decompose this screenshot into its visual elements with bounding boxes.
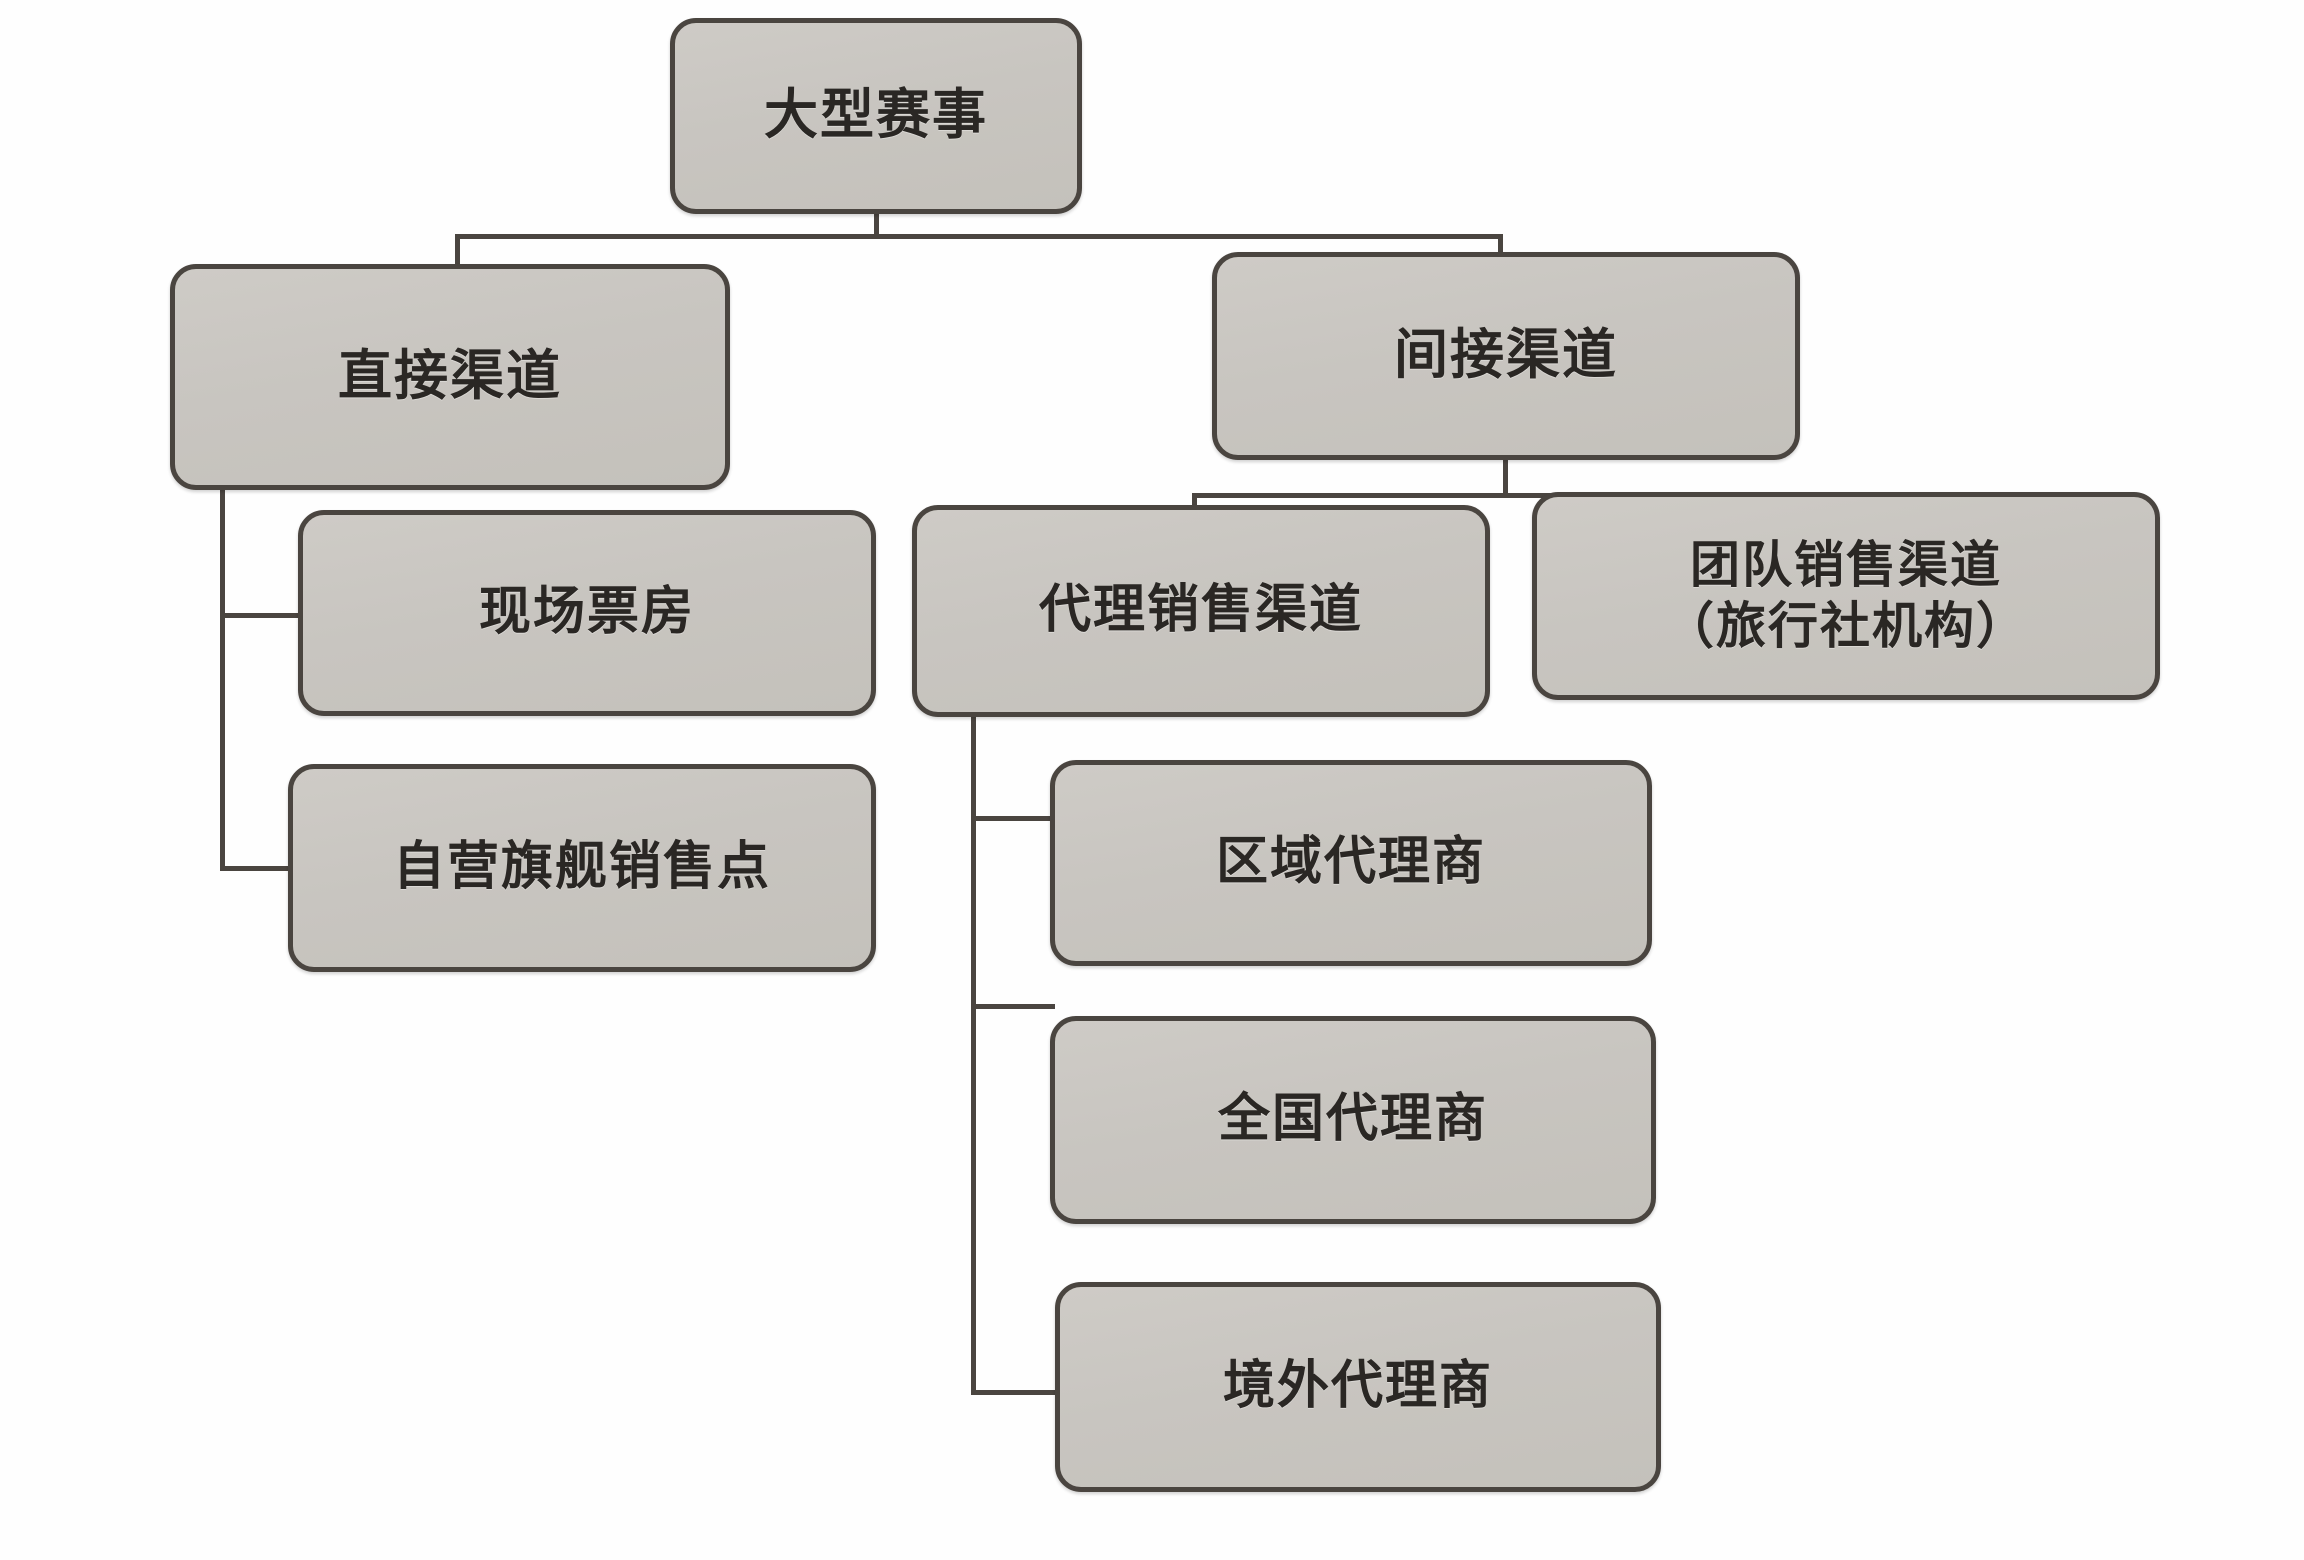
node-overseas-agent-label: 境外代理商 [1222, 1358, 1493, 1416]
node-national-agent[interactable]: 全国代理商 [1050, 1016, 1656, 1224]
node-direct-channel-label: 直接渠道 [338, 346, 562, 407]
connector-indirect-stem [1503, 458, 1508, 496]
connector-level1-bus [455, 234, 1503, 239]
node-regional-agent-label: 区域代理商 [1215, 834, 1486, 892]
node-national-agent-label: 全国代理商 [1217, 1091, 1488, 1149]
node-indirect-channel-label: 间接渠道 [1394, 325, 1618, 386]
connector-direct-to-boxoffice [220, 613, 302, 618]
connector-agent-rail [971, 715, 976, 1395]
connector-agent-to-regional [971, 816, 1055, 821]
connector-level2-bus [1192, 493, 1824, 498]
node-group-sales-channel-label: 团队销售渠道 （旅行社机构） [1664, 537, 2028, 654]
node-overseas-agent[interactable]: 境外代理商 [1055, 1282, 1661, 1492]
node-root[interactable]: 大型赛事 [670, 18, 1082, 214]
connector-to-indirect [1498, 234, 1503, 256]
connector-direct-to-flagship [220, 866, 294, 871]
node-agent-sales-channel[interactable]: 代理销售渠道 [912, 505, 1490, 717]
node-self-operated-flagship-label: 自营旗舰销售点 [392, 839, 771, 897]
connector-to-agentch [1192, 493, 1197, 511]
node-indirect-channel[interactable]: 间接渠道 [1212, 252, 1800, 460]
node-agent-sales-channel-label: 代理销售渠道 [1038, 582, 1363, 640]
node-direct-channel[interactable]: 直接渠道 [170, 264, 730, 490]
node-onsite-box-office-label: 现场票房 [478, 584, 695, 642]
connector-root-stem [874, 214, 879, 238]
node-self-operated-flagship[interactable]: 自营旗舰销售点 [288, 764, 876, 972]
connector-direct-rail [220, 488, 225, 870]
node-regional-agent[interactable]: 区域代理商 [1050, 760, 1652, 966]
node-root-label: 大型赛事 [764, 85, 988, 146]
node-group-sales-channel[interactable]: 团队销售渠道 （旅行社机构） [1532, 492, 2160, 700]
connector-agent-to-national [971, 1004, 1055, 1009]
node-onsite-box-office[interactable]: 现场票房 [298, 510, 876, 716]
connector-agent-to-overseas [971, 1390, 1059, 1395]
connector-to-direct [455, 234, 460, 266]
